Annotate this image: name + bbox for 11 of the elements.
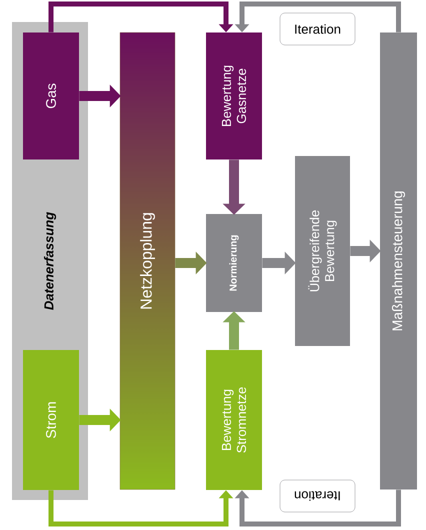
process-box: Strom: [23, 350, 79, 490]
process-box: Netzkopplung: [120, 32, 176, 490]
arrow: [234, 490, 401, 526]
iteration-label-box: Iteration: [280, 12, 356, 46]
iteration-label-box: Iteration: [280, 480, 356, 512]
process-box: Normierung: [206, 214, 262, 312]
process-box: Bewertung Gasnetze: [206, 32, 262, 160]
process-box: Übergreifende Bewertung: [295, 156, 350, 346]
process-box: Gas: [23, 32, 79, 160]
arrow: [48, 2, 234, 32]
process-box: Bewertung Stromnetze: [206, 350, 262, 490]
